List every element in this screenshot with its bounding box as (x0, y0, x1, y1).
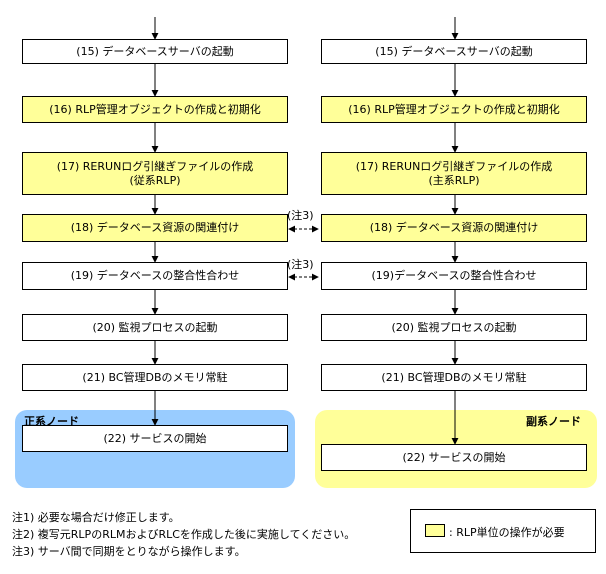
footnote-2: 注2) 複写元RLPのRLMおよびRLCを作成した後に実施してください。 (12, 528, 356, 541)
legend-label: : RLP単位の操作が必要 (449, 526, 565, 539)
primary-node-label: 正系ノード (24, 415, 79, 428)
secondary-node-label: 副系ノード (526, 415, 581, 428)
left-step-20: (20) 監視プロセスの起動 (22, 314, 288, 341)
left-step-17: (17) RERUNログ引継ぎファイルの作成 (従系RLP) (22, 152, 288, 195)
right-step-16: (16) RLP管理オブジェクトの作成と初期化 (321, 96, 587, 123)
right-step-18: (18) データベース資源の関連付け (321, 214, 587, 242)
left-step-22: (22) サービスの開始 (22, 425, 288, 452)
left-step-19: (19) データベースの整合性合わせ (22, 262, 288, 290)
left-step-16: (16) RLP管理オブジェクトの作成と初期化 (22, 96, 288, 123)
right-step-21: (21) BC管理DBのメモリ常駐 (321, 364, 587, 391)
right-step-22: (22) サービスの開始 (321, 444, 587, 471)
right-step-17: (17) RERUNログ引継ぎファイルの作成 (主系RLP) (321, 152, 587, 195)
right-step-15: (15) データベースサーバの起動 (321, 39, 587, 64)
sync-note-19: (注3) (287, 258, 314, 271)
left-step-21: (21) BC管理DBのメモリ常駐 (22, 364, 288, 391)
legend-swatch (425, 524, 445, 537)
right-step-19: (19)データベースの整合性合わせ (321, 262, 587, 290)
right-step-20: (20) 監視プロセスの起動 (321, 314, 587, 341)
left-step-15: (15) データベースサーバの起動 (22, 39, 288, 64)
footnote-3: 注3) サーバ間で同期をとりながら操作します。 (12, 545, 246, 558)
left-step-18: (18) データベース資源の関連付け (22, 214, 288, 242)
footnote-1: 注1) 必要な場合だけ修正します。 (12, 511, 180, 524)
sync-note-18: (注3) (287, 209, 314, 222)
